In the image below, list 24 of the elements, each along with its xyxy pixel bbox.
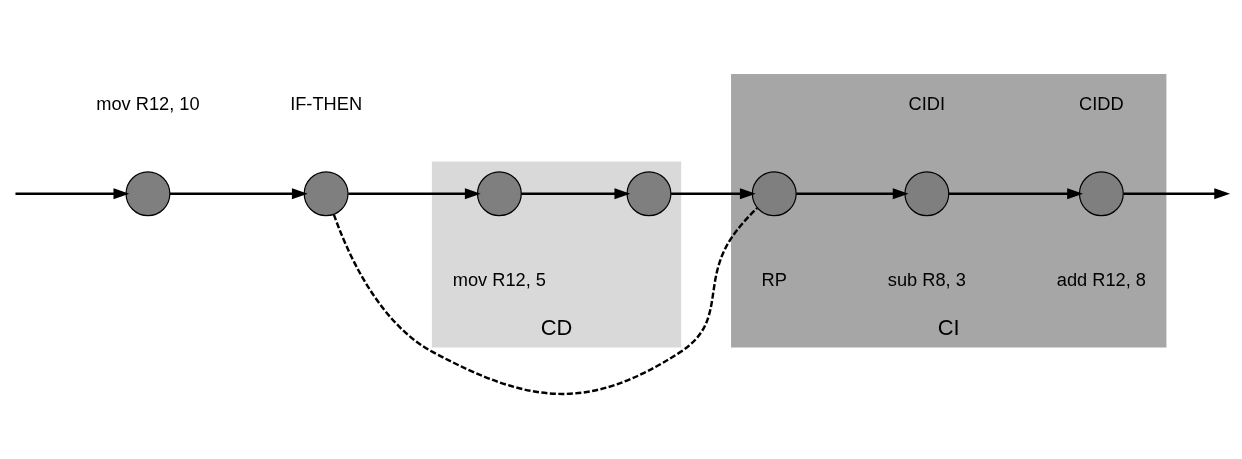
arrow [671,188,756,200]
arrow [948,188,1083,200]
node-label: CIDI [908,93,946,115]
node-circle [303,171,349,217]
node-label: CIDD [1079,93,1124,115]
arrow [15,188,130,200]
node-circle [904,171,950,217]
node-circle [1078,171,1124,217]
node-circle [125,171,171,217]
node-label: add R12, 8 [1056,268,1146,290]
node-label: sub R8, 3 [887,268,966,290]
arrow [170,188,308,200]
connector [332,207,758,396]
node-circle [626,171,672,217]
arrow [348,188,481,200]
node-label: RP [761,268,787,290]
node-label: mov R12, 10 [96,93,200,115]
node-circle [476,171,522,217]
arrow [1123,188,1231,200]
arrow [521,188,631,200]
node-label: mov R12, 5 [452,268,547,290]
arrow [796,188,909,200]
node-circle [751,171,797,217]
node-label: IF-THEN [290,93,363,115]
